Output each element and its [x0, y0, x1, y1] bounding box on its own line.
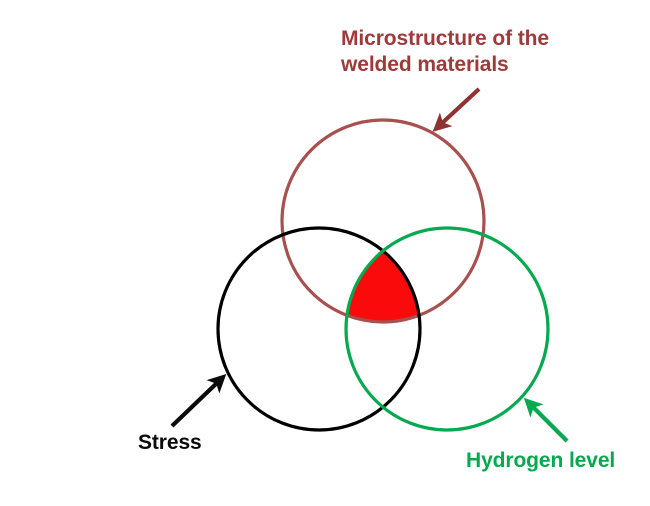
hydrogen-arrow — [523, 397, 569, 443]
stress-label: Stress — [138, 431, 202, 454]
microstructure-label: Microstructure of the welded materials — [341, 27, 549, 76]
hydrogen-label: Hydrogen level — [466, 449, 616, 472]
stress-arrow — [170, 374, 227, 428]
hydrogen-circle — [344, 226, 550, 432]
microstructure-arrow — [432, 87, 481, 132]
stress-circle — [216, 226, 422, 432]
microstructure-circle — [280, 118, 486, 324]
